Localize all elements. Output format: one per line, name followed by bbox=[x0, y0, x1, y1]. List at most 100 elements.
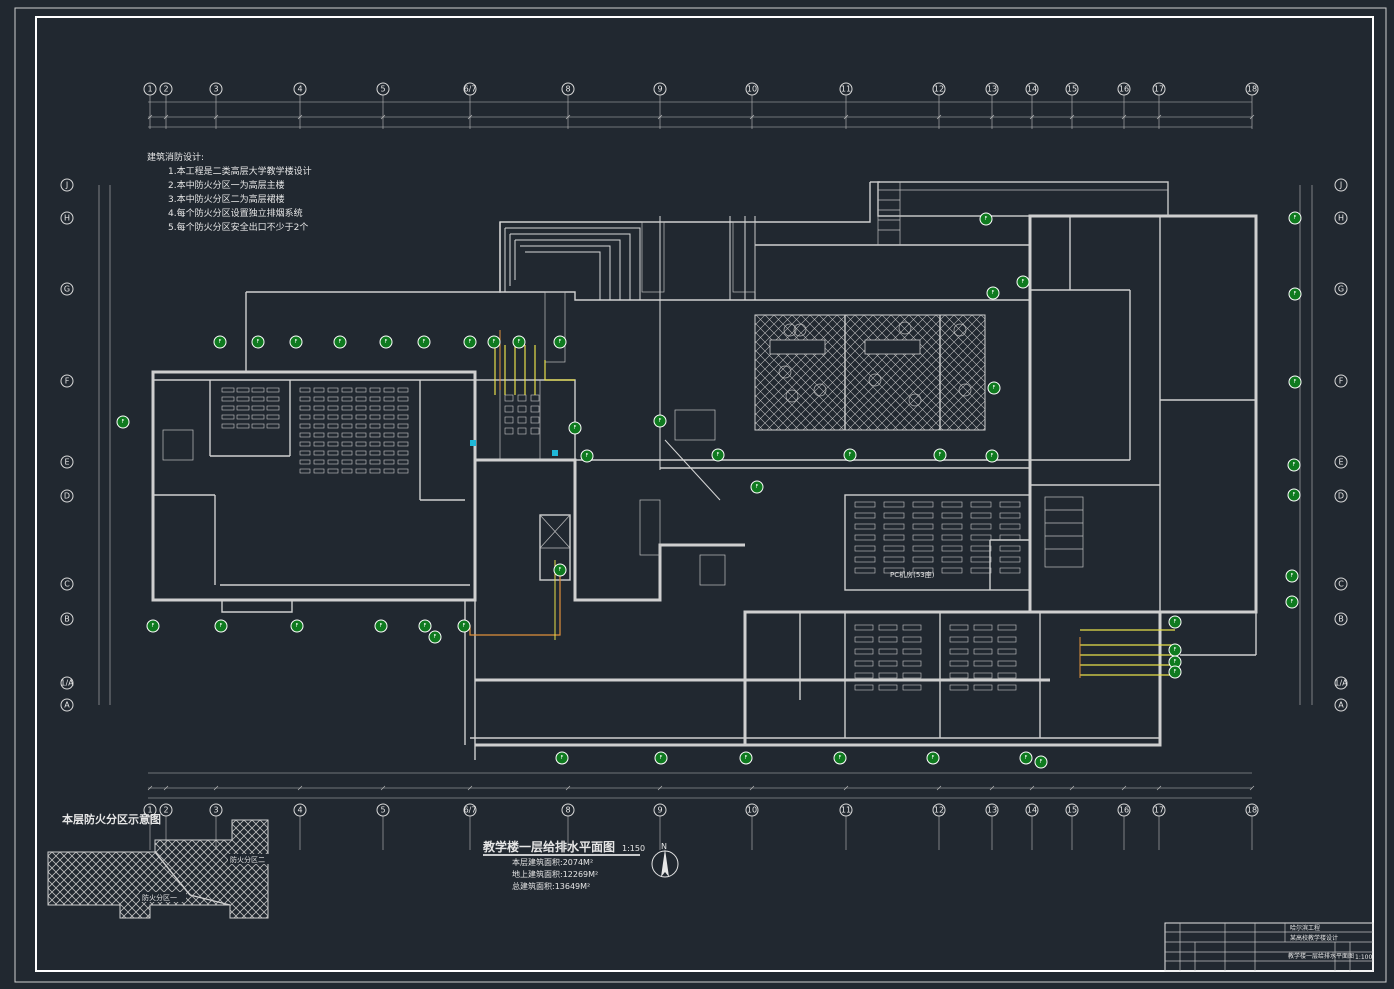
fire-extinguisher-icon bbox=[1285, 569, 1299, 583]
fire-extinguisher-icon bbox=[146, 619, 160, 633]
extinguisher-label: F bbox=[561, 755, 564, 761]
axis-label: A bbox=[64, 701, 70, 710]
axis-label: 16 bbox=[1119, 85, 1129, 94]
extinguisher-label: F bbox=[423, 339, 426, 345]
desk bbox=[341, 423, 353, 429]
extinguisher-label: F bbox=[659, 418, 662, 424]
desk bbox=[854, 567, 876, 574]
courtyard-hatch bbox=[754, 314, 986, 431]
desk bbox=[949, 648, 969, 655]
extinguisher-label: F bbox=[756, 484, 759, 490]
axis-label: 15 bbox=[1067, 806, 1077, 815]
desk bbox=[221, 414, 235, 420]
desk bbox=[299, 432, 311, 438]
desk bbox=[299, 441, 311, 447]
desk bbox=[504, 416, 514, 424]
desk bbox=[369, 441, 381, 447]
axis-bubble bbox=[60, 455, 74, 469]
desk bbox=[397, 459, 409, 465]
desk bbox=[997, 648, 1017, 655]
fire-extinguisher-icon bbox=[553, 335, 567, 349]
desk bbox=[517, 405, 527, 413]
axis-label: 11 bbox=[841, 806, 851, 815]
fire-extinguisher-icon bbox=[711, 448, 725, 462]
fire-extinguisher-icon bbox=[1288, 375, 1302, 389]
design-notes: 建筑消防设计: 1.本工程是二类高层大学教学楼设计 2.本中防火分区一为高层主楼… bbox=[147, 151, 312, 233]
extinguisher-label: F bbox=[469, 339, 472, 345]
drawing-title-block: 教学楼一层给排水平面图 1:150 本层建筑面积:2074M² 地上建筑面积:1… bbox=[482, 839, 679, 891]
desk bbox=[941, 556, 963, 563]
desk bbox=[236, 387, 250, 393]
fire-extinguisher-icon bbox=[379, 335, 393, 349]
desk bbox=[299, 414, 311, 420]
desk bbox=[369, 387, 381, 393]
desk bbox=[313, 405, 325, 411]
desk bbox=[854, 660, 874, 667]
note-line: 2.本中防火分区一为高层主楼 bbox=[168, 179, 285, 191]
desk bbox=[313, 423, 325, 429]
axis-label: 6/7 bbox=[464, 806, 477, 815]
fire-extinguisher-icon bbox=[987, 381, 1001, 395]
extinguisher-label: F bbox=[559, 339, 562, 345]
desk bbox=[236, 405, 250, 411]
fire-extinguisher-icon bbox=[986, 286, 1000, 300]
extinguisher-label: F bbox=[992, 290, 995, 296]
drawing-scale: 1:150 bbox=[622, 844, 645, 853]
desk bbox=[999, 567, 1021, 574]
desk bbox=[530, 394, 540, 402]
desk bbox=[397, 432, 409, 438]
desk bbox=[999, 501, 1021, 508]
desk bbox=[383, 387, 395, 393]
desk bbox=[997, 624, 1017, 631]
desk bbox=[341, 468, 353, 474]
desk bbox=[341, 459, 353, 465]
desk bbox=[878, 672, 898, 679]
fire-zone-title: 本层防火分区示意图 bbox=[62, 812, 161, 826]
desk bbox=[517, 394, 527, 402]
desk bbox=[902, 648, 922, 655]
desk bbox=[970, 545, 992, 552]
desk bbox=[383, 450, 395, 456]
axis-label: D bbox=[1338, 492, 1344, 501]
desk bbox=[355, 459, 367, 465]
note-line: 5.每个防火分区安全出口不少于2个 bbox=[168, 221, 308, 233]
extinguisher-label: F bbox=[122, 419, 125, 425]
desk bbox=[902, 636, 922, 643]
desk bbox=[369, 396, 381, 402]
desk bbox=[369, 468, 381, 474]
extinguisher-label: F bbox=[1174, 619, 1177, 625]
desk bbox=[883, 545, 905, 552]
axis-bubble bbox=[60, 282, 74, 296]
desk bbox=[313, 450, 325, 456]
axis-label: 5 bbox=[380, 806, 385, 815]
desk bbox=[369, 405, 381, 411]
desk bbox=[999, 556, 1021, 563]
desk bbox=[912, 545, 934, 552]
extinguisher-label: F bbox=[939, 452, 942, 458]
desk bbox=[313, 396, 325, 402]
fire-extinguisher-icon bbox=[833, 751, 847, 765]
extinguisher-label: F bbox=[295, 339, 298, 345]
fire-extinguisher-icon bbox=[926, 751, 940, 765]
axis-label: F bbox=[1339, 377, 1344, 386]
desk bbox=[854, 624, 874, 631]
axis-bubble bbox=[1334, 211, 1348, 225]
extinguisher-label: F bbox=[152, 623, 155, 629]
extinguisher-label: F bbox=[1293, 462, 1296, 468]
extinguisher-label: F bbox=[839, 755, 842, 761]
fire-extinguisher-icon bbox=[933, 448, 947, 462]
desk bbox=[313, 441, 325, 447]
desk bbox=[299, 459, 311, 465]
desk bbox=[327, 432, 339, 438]
axis-label: 2 bbox=[163, 85, 168, 94]
desk bbox=[383, 405, 395, 411]
desk bbox=[902, 672, 922, 679]
axis-label: 18 bbox=[1247, 806, 1257, 815]
desk bbox=[912, 512, 934, 519]
desk bbox=[383, 432, 395, 438]
fire-extinguisher-icon bbox=[487, 335, 501, 349]
fire-extinguisher-icon bbox=[553, 563, 567, 577]
desk bbox=[221, 396, 235, 402]
